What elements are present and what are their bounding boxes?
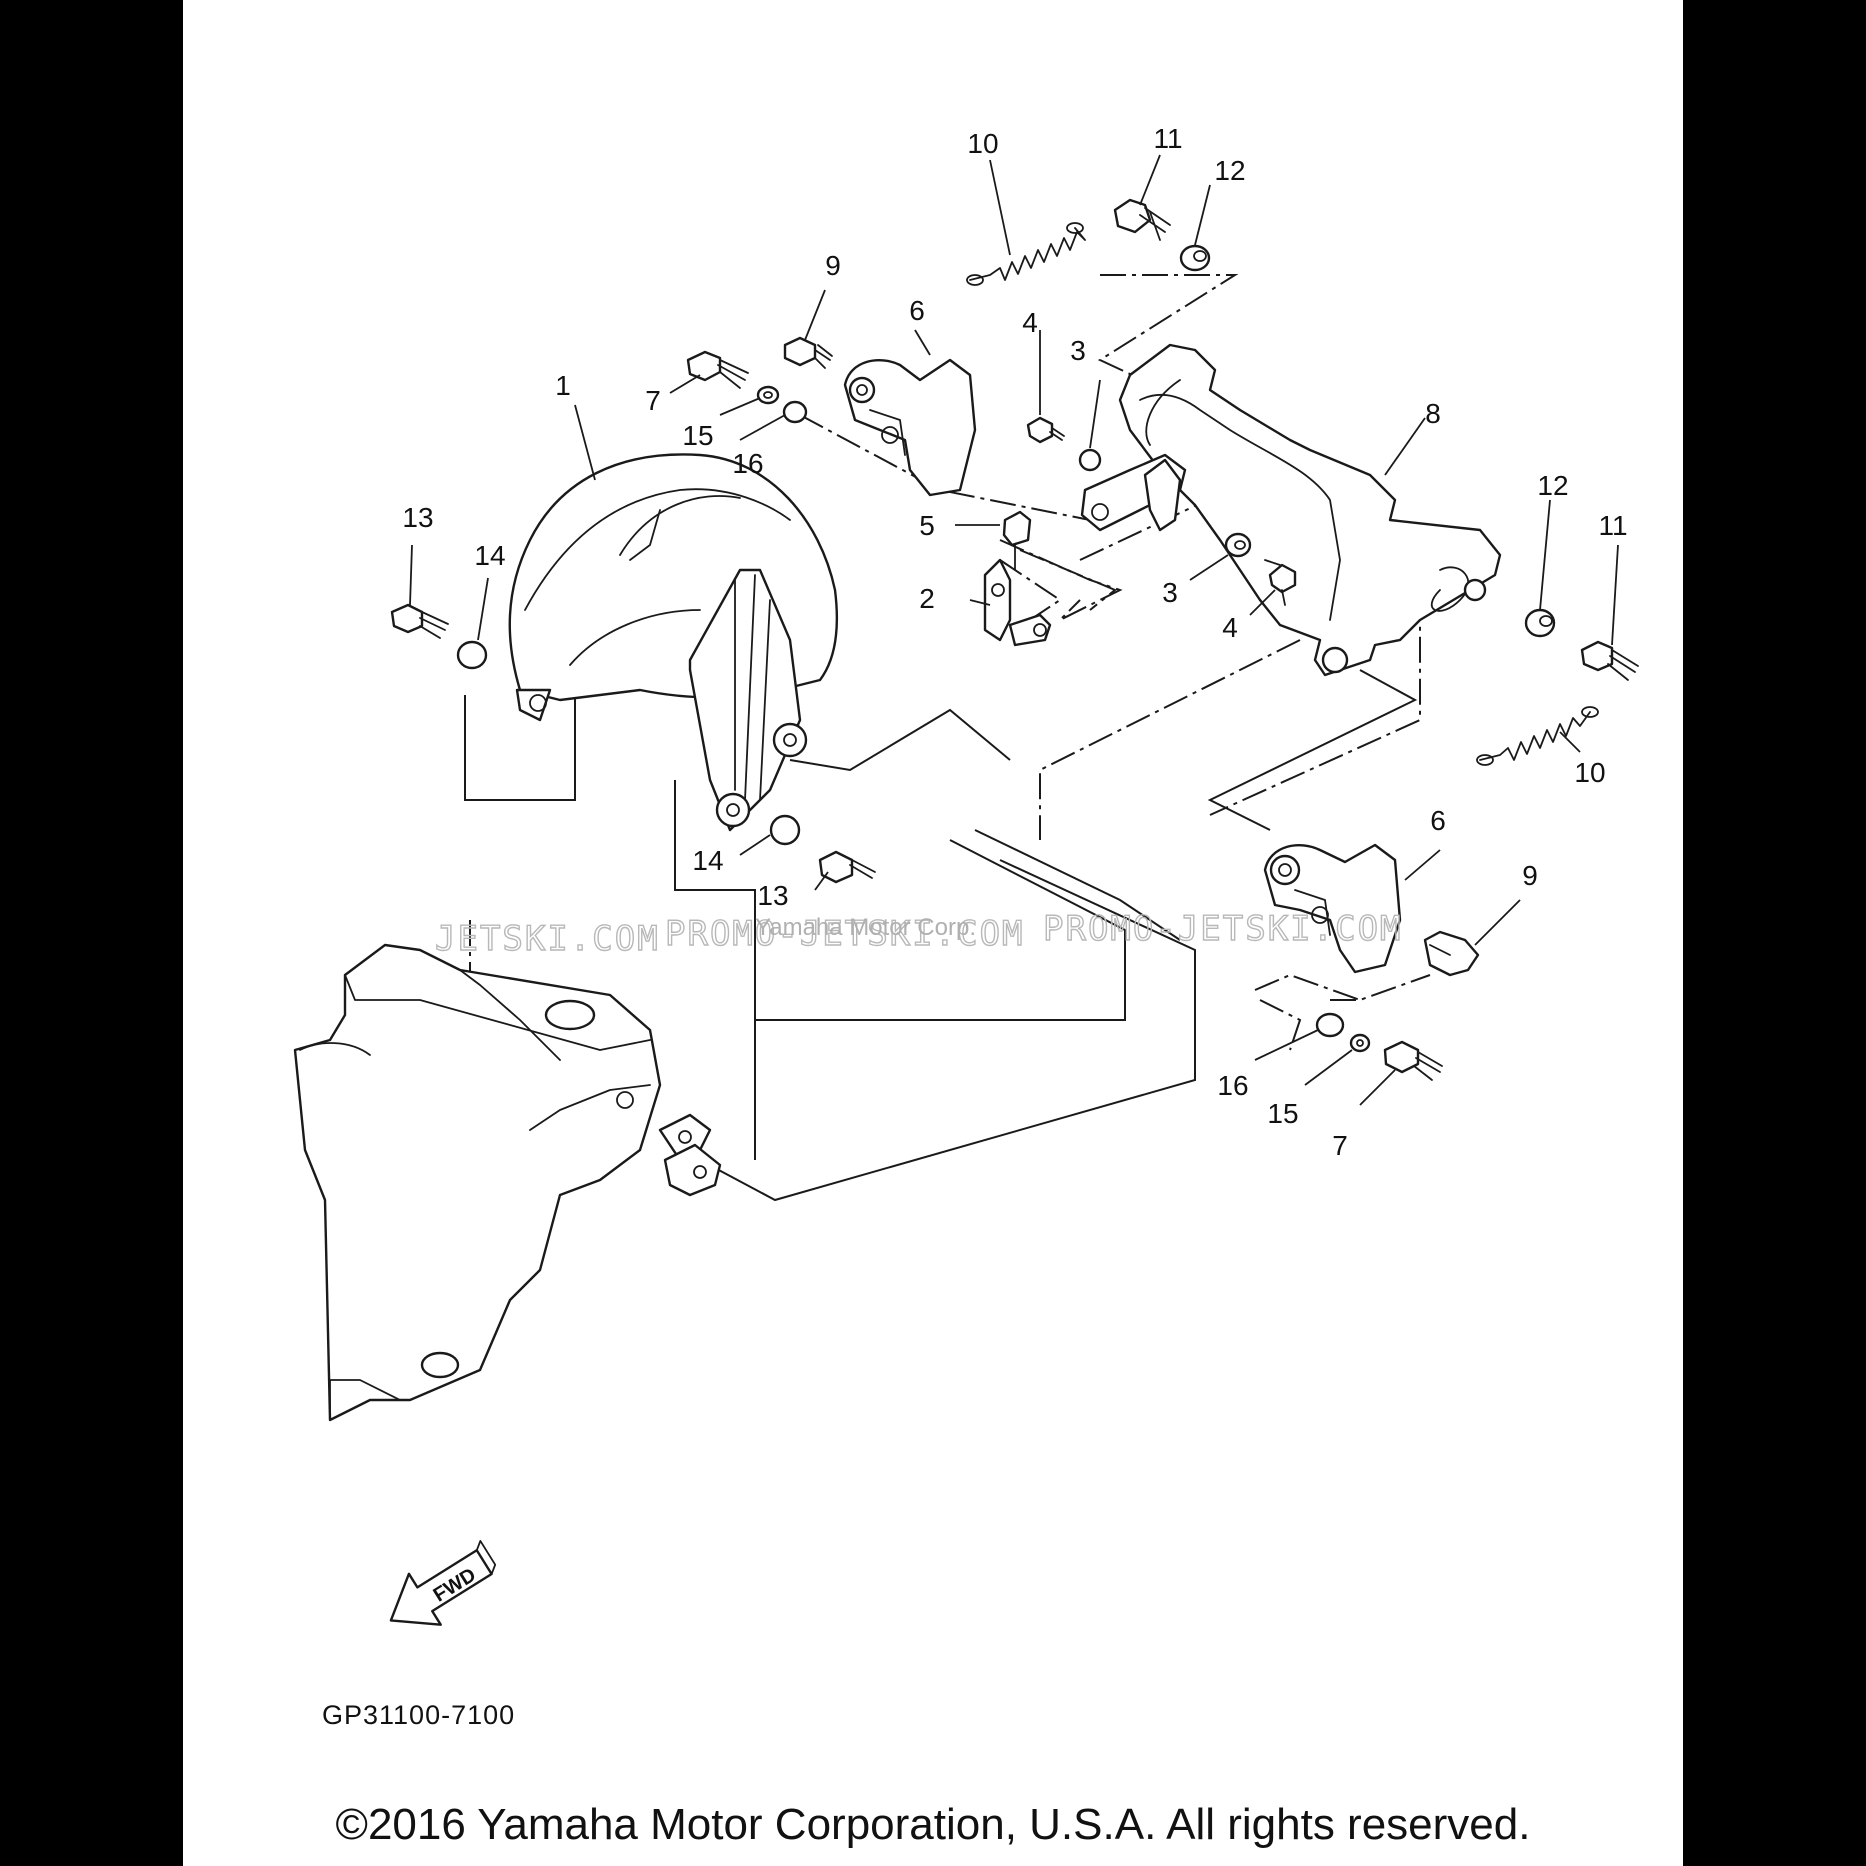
watermark-text: JETSKI.COM PROMO-JETSKI.COM PROMO-JETSKI… [434,908,1403,959]
callout-16: 16 [1217,1070,1248,1101]
diagram-sheet [183,0,1683,1866]
spring-part-10-upper [966,222,1086,286]
bushing-part-3-upper [1078,448,1102,472]
link-assembly [983,453,1187,647]
bushing-part-12-upper [1179,244,1211,272]
callout-11: 11 [1598,510,1627,541]
callout-6: 6 [1430,805,1446,836]
diagram-code: GP31100-7100 [322,1700,516,1730]
bracket-part-8 [1118,343,1502,677]
callout-16: 16 [732,448,763,479]
bolt-part-13-upper [390,603,449,639]
callout-12: 12 [1214,155,1245,186]
lever-plate-part-6-lower [1263,843,1402,974]
washer-part-15-lower [1349,1033,1371,1053]
engine-mount-block [293,943,722,1422]
bolt-part-7-upper [686,350,749,389]
callout-5: 5 [919,510,935,541]
callout-15: 15 [1267,1098,1298,1129]
lever-plate-part-6-upper [843,358,977,497]
spring-part-10-lower [1476,706,1599,766]
bushing-part-14-lower [769,814,801,846]
callout-2: 2 [919,583,935,614]
fitting-part-5 [1002,510,1032,571]
callout-7: 7 [1332,1130,1348,1161]
callout-9: 9 [1522,860,1538,891]
bolt-part-7-lower [1383,1040,1443,1081]
callout-13: 13 [402,502,433,533]
callout-4: 4 [1022,307,1038,338]
callout-4: 4 [1222,612,1238,643]
bushing-part-3-lower [1224,532,1252,558]
callout-10: 10 [967,128,998,159]
callout-leaders [409,154,1619,1106]
bolt-part-4-upper [1026,416,1065,444]
bolt-part-4-lower [1264,559,1297,606]
bushing-part-12-lower [1524,608,1556,638]
callout-9: 9 [825,250,841,281]
callout-6: 6 [909,295,925,326]
callout-labels: 1 2 3 3 4 4 5 6 6 7 7 8 9 9 10 10 11 11 … [402,123,1627,1161]
callout-10: 10 [1574,757,1605,788]
bolt-part-9-lower [1423,930,1480,977]
bushing-part-16-upper [782,400,808,424]
cover-part-1 [508,453,839,832]
copyright-notice: ©2016 Yamaha Motor Corporation, U.S.A. A… [335,1800,1531,1849]
bolt-part-11-lower [1580,640,1639,681]
callout-14: 14 [474,540,505,571]
callout-14: 14 [692,845,723,876]
callout-7: 7 [645,385,661,416]
watermark-jetski: JETSKI.COM [435,919,660,959]
callout-11: 11 [1153,123,1182,154]
forward-arrow: FWD [389,1540,497,1626]
bushing-part-16-lower [1315,1012,1345,1038]
callout-8: 8 [1425,398,1441,429]
watermark-promo-jetski: PROMO-JETSKI.COM [1043,909,1403,949]
bushing-part-14-upper [456,640,488,670]
bolt-part-13-lower [818,850,876,884]
callout-13: 13 [757,880,788,911]
watermark-yamaha: Yamaha Motor Corp. [755,914,976,941]
callout-15: 15 [682,420,713,451]
bolt-part-11-upper [1113,198,1171,241]
callout-3: 3 [1070,335,1086,366]
washer-part-15-upper [756,385,780,405]
callout-3: 3 [1162,577,1178,608]
callout-12: 12 [1537,470,1568,501]
bolt-part-9-upper [783,336,833,369]
callout-1: 1 [555,370,571,401]
watermark-promo-jetski: PROMO-JETSKI.COM [665,914,1025,954]
